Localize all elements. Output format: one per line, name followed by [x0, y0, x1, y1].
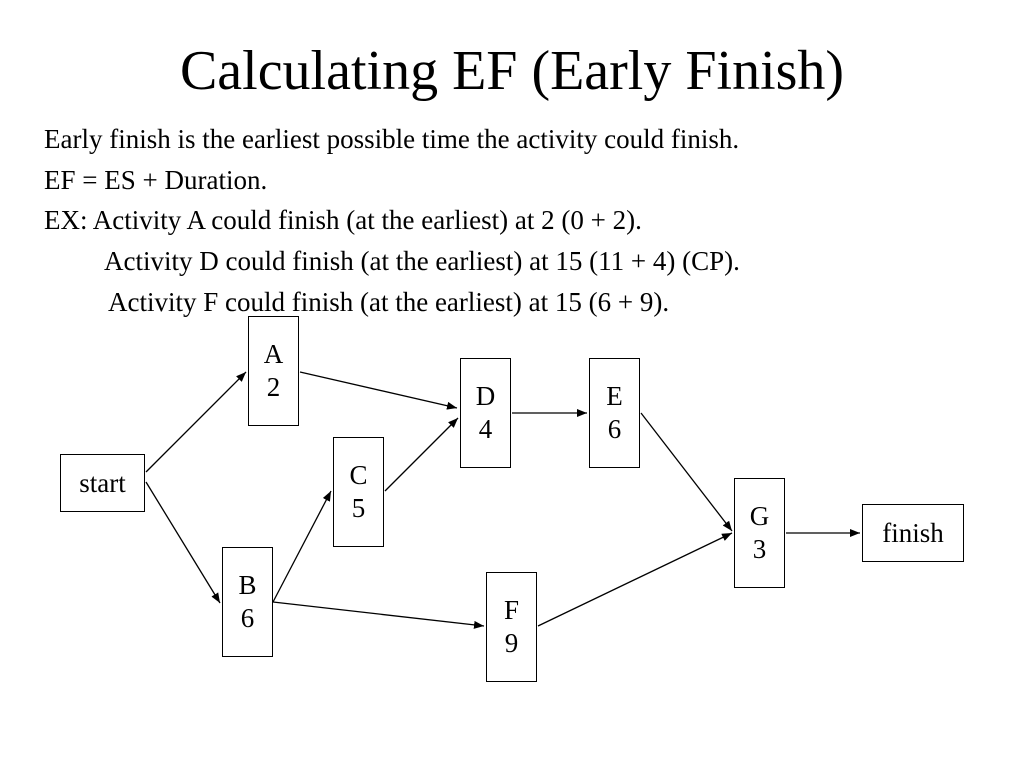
node-duration: 6: [240, 603, 255, 633]
node-duration: 4: [478, 414, 493, 444]
node-duration: 6: [607, 414, 622, 444]
example-f-line: Activity F could finish (at the earliest…: [108, 287, 670, 317]
definition-line: Early finish is the earliest possible ti…: [44, 124, 740, 154]
node-duration: 5: [351, 493, 366, 523]
node-activity-d: D 4: [460, 358, 511, 468]
node-label: E: [606, 381, 623, 411]
slide-title: Calculating EF (Early Finish): [179, 40, 845, 102]
node-label: start: [79, 467, 126, 498]
formula-line: EF = ES + Duration.: [44, 165, 268, 195]
node-finish: finish: [862, 504, 964, 562]
edge-start-to-b: [145, 481, 221, 604]
node-activity-f: F 9: [486, 572, 537, 682]
edge-c-to-d: [384, 417, 459, 492]
edge-b-to-f: [272, 601, 485, 629]
node-label: A: [263, 339, 284, 369]
node-activity-a: A 2: [248, 316, 299, 426]
node-label: D: [475, 381, 496, 411]
node-duration: 9: [504, 628, 519, 658]
edge-start-to-a: [145, 371, 247, 473]
node-label: C: [349, 460, 368, 490]
node-label: F: [503, 595, 520, 625]
node-activity-g: G 3: [734, 478, 785, 588]
edge-b-to-c: [272, 490, 332, 603]
edge-e-to-g: [640, 412, 733, 532]
node-start: start: [60, 454, 145, 512]
node-label: B: [238, 570, 257, 600]
node-duration: 2: [266, 372, 281, 402]
node-duration: 3: [752, 534, 767, 564]
example-d-line: Activity D could finish (at the earliest…: [104, 246, 740, 276]
edge-f-to-g: [537, 532, 733, 627]
node-activity-b: B 6: [222, 547, 273, 657]
node-activity-e: E 6: [589, 358, 640, 468]
example-a-line: EX: Activity A could finish (at the earl…: [44, 205, 642, 235]
node-activity-c: C 5: [333, 437, 384, 547]
edge-a-to-d: [299, 371, 458, 410]
node-label: finish: [882, 517, 944, 548]
node-label: G: [749, 501, 770, 531]
